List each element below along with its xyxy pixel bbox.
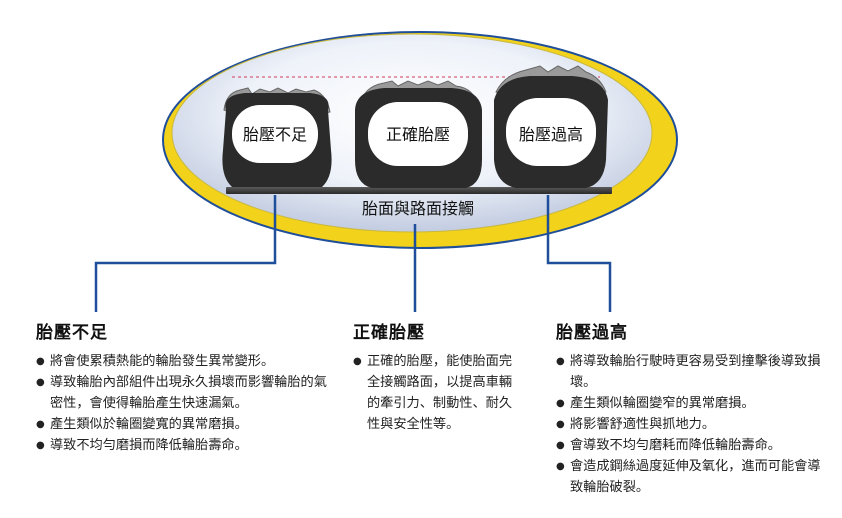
list-item: 產生類似輪圈變窄的異常磨損。 <box>556 393 826 414</box>
column-correct: 正確胎壓 正確的胎壓，能使胎面完全接觸路面，以提高車輛的牽引力、制動性、耐久性與… <box>353 318 521 435</box>
list-item: 會導致不均勻磨耗而降低輪胎壽命。 <box>556 435 826 456</box>
connector-left <box>94 195 277 312</box>
connector-right <box>546 195 612 312</box>
list-item: 正確的胎壓，能使胎面完全接觸路面，以提高車輛的牽引力、制動性、耐久性與安全性等。 <box>353 351 521 435</box>
list-item: 導致輪胎內部組件出現永久損壞而影響輪胎的氣密性，會使得輪胎產生快速漏氣。 <box>36 372 336 414</box>
tire-underinflated-label: 胎壓不足 <box>243 125 307 144</box>
tire-correct: 正確胎壓 <box>355 80 482 188</box>
tire-underinflated: 胎壓不足 <box>222 87 332 187</box>
column-underinflated-title: 胎壓不足 <box>36 323 108 343</box>
column-overinflated-title: 胎壓過高 <box>556 323 628 343</box>
column-correct-title: 正確胎壓 <box>353 323 425 343</box>
tire-overinflated: 胎壓過高 <box>494 65 608 188</box>
tire-correct-label-box <box>368 102 468 166</box>
column-underinflated: 胎壓不足 將會使累積熱能的輪胎發生異常變形。 導致輪胎內部組件出現永久損壞而影響… <box>36 318 336 456</box>
list-item: 將會使累積熱能的輪胎發生異常變形。 <box>36 351 336 372</box>
tire-overinflated-label-box <box>506 98 596 166</box>
column-underinflated-list: 將會使累積熱能的輪胎發生異常變形。 導致輪胎內部組件出現永久損壞而影響輪胎的氣密… <box>36 351 336 456</box>
column-overinflated: 胎壓過高 將導致輪胎行駛時更容易受到撞擊後導致損壞。 產生類似輪圈變窄的異常磨損… <box>556 318 826 498</box>
road-surface <box>226 187 612 194</box>
list-item: 會造成鋼絲過度延伸及氧化，進而可能會導致輪胎破裂。 <box>556 456 826 498</box>
list-item: 導致不均勻磨損而降低輪胎壽命。 <box>36 435 336 456</box>
road-contact-label: 胎面與路面接觸 <box>362 199 474 218</box>
list-item: 將影響舒適性與抓地力。 <box>556 414 826 435</box>
tire-underinflated-label-box <box>232 105 318 163</box>
tire-overinflated-label: 胎壓過高 <box>519 125 583 144</box>
column-correct-list: 正確的胎壓，能使胎面完全接觸路面，以提高車輛的牽引力、制動性、耐久性與安全性等。 <box>353 351 521 435</box>
list-item: 將導致輪胎行駛時更容易受到撞擊後導致損壞。 <box>556 351 826 393</box>
tire-correct-label: 正確胎壓 <box>386 125 450 144</box>
list-item: 產生類似於輪圈變寬的異常磨損。 <box>36 414 336 435</box>
column-overinflated-list: 將導致輪胎行駛時更容易受到撞擊後導致損壞。 產生類似輪圈變窄的異常磨損。 將影響… <box>556 351 826 498</box>
